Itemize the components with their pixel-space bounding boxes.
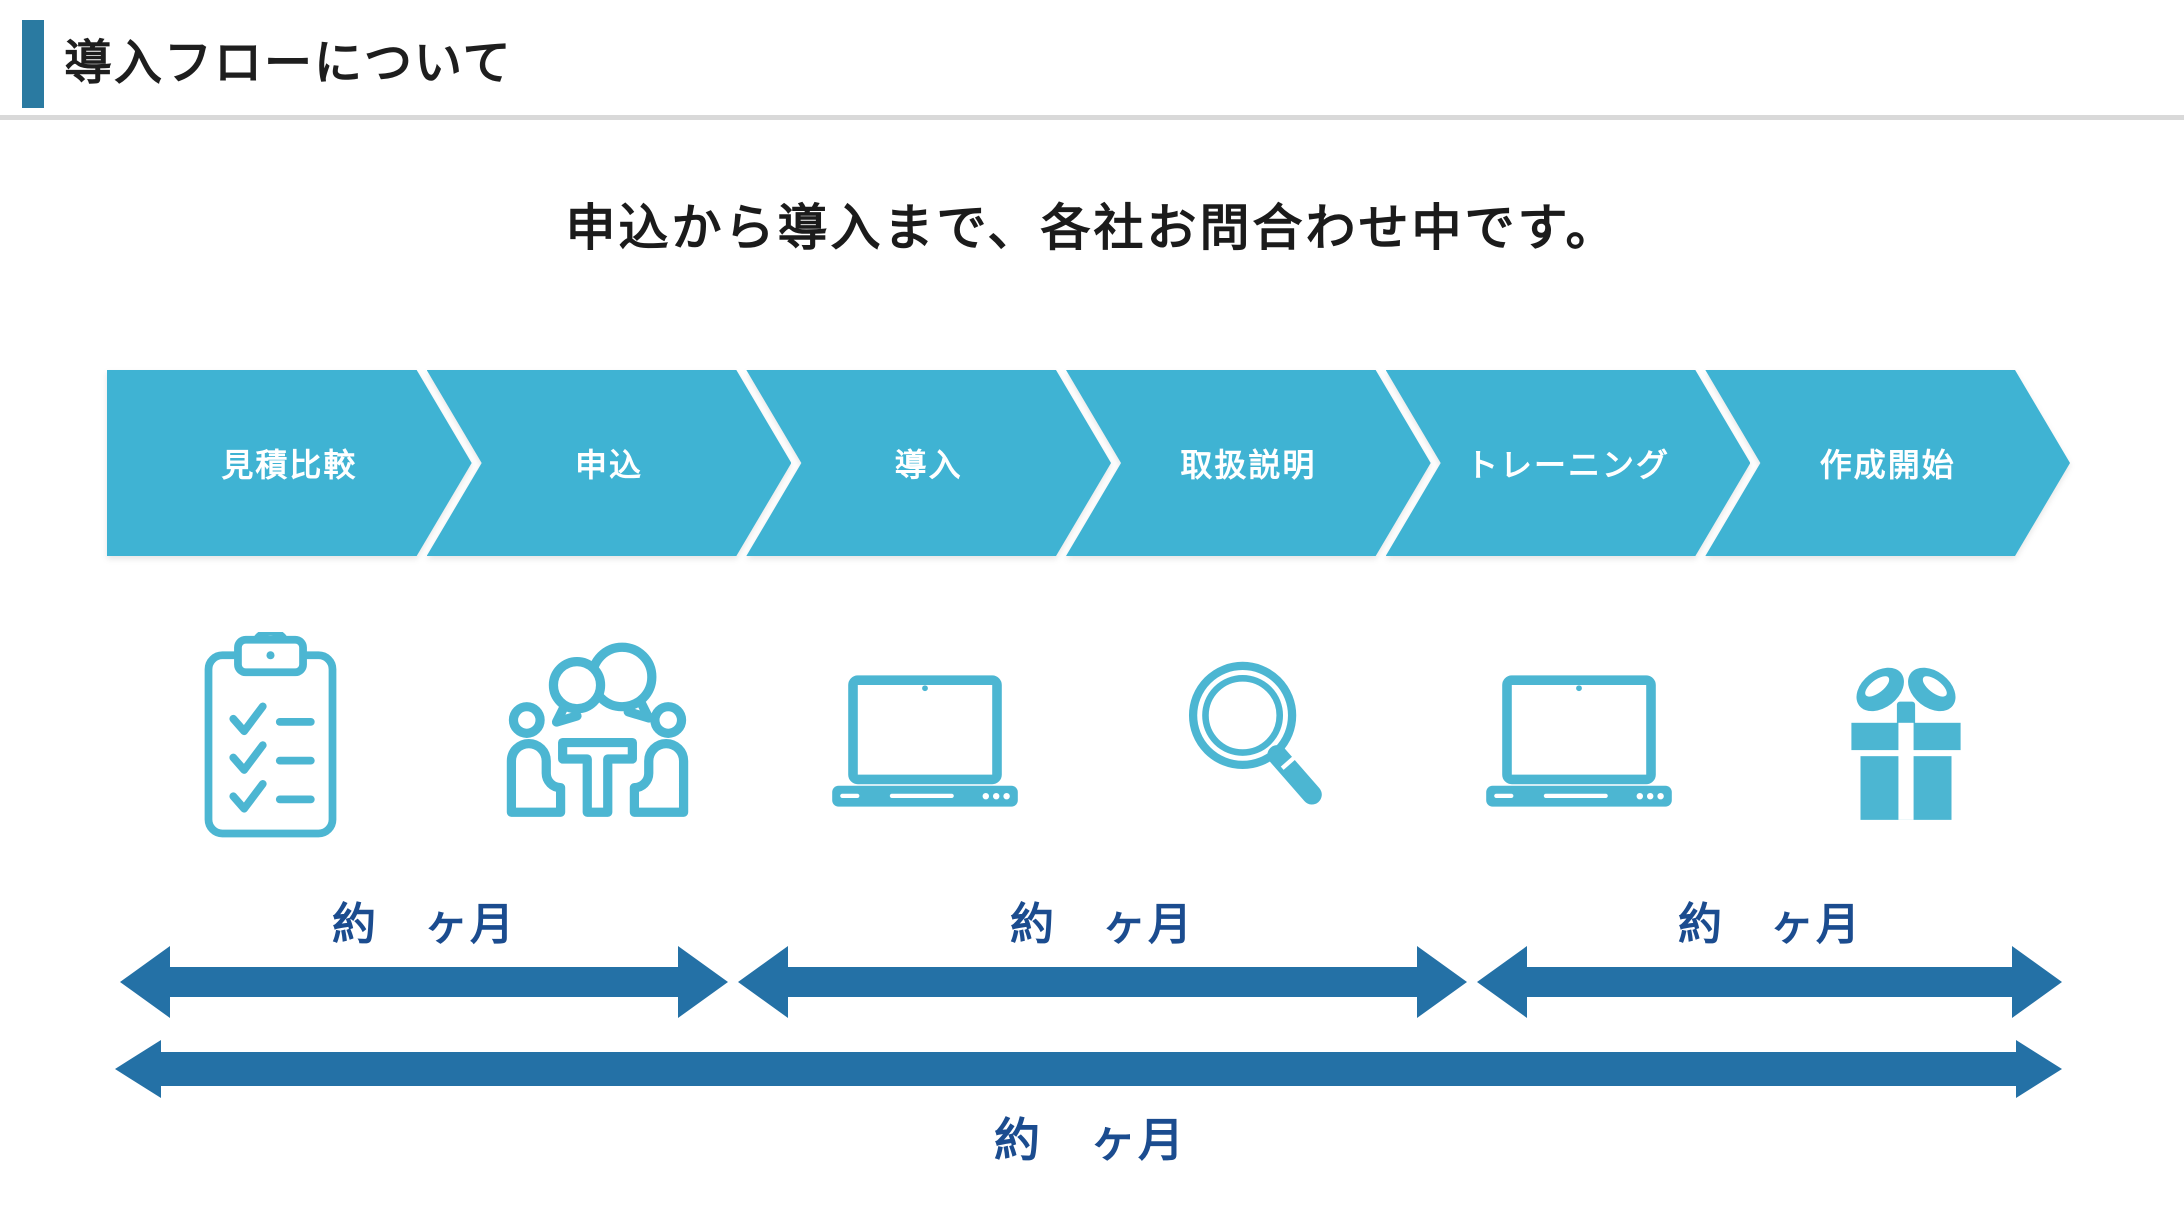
flow-step-label: 作成開始	[1819, 447, 1956, 483]
timeline-arrow-segment-1	[120, 946, 728, 1018]
flow-step-training: トレーニング	[1386, 370, 1751, 556]
header-divider	[0, 115, 2184, 120]
process-flow: 見積比較 申込 導入 取扱説明 トレーニング 作成開始	[107, 370, 2070, 556]
flow-icons	[107, 618, 2070, 863]
icon-cell	[434, 618, 761, 863]
flow-step-instructions: 取扱説明	[1066, 370, 1431, 556]
flow-step-application: 申込	[427, 370, 792, 556]
timeline-arrow-segment-3	[1477, 946, 2062, 1018]
timeline-arrow-segment-2	[738, 946, 1467, 1018]
subtitle: 申込から導入まで、各社お問合わせ中です。	[565, 200, 1619, 256]
flow-step-creation-start: 作成開始	[1705, 370, 2070, 556]
checklist-clipboard-icon	[204, 632, 337, 838]
flow-step-label: 取扱説明	[1180, 447, 1317, 483]
icon-cell	[761, 618, 1088, 863]
gift-box-icon	[1851, 667, 1962, 820]
title-accent-bar	[22, 20, 44, 108]
timeline-segment-label: 約 ヶ月	[332, 900, 516, 949]
timeline-segment-label: 約 ヶ月	[1678, 900, 1862, 949]
icon-cell	[1416, 618, 1743, 863]
laptop-icon	[832, 674, 1018, 807]
timeline-arrow-total	[115, 1040, 2062, 1098]
flow-step-label: 導入	[894, 447, 963, 483]
flow-step-label: 見積比較	[221, 447, 358, 483]
magnifier-icon	[1188, 661, 1322, 805]
flow-step-quote-comparison: 見積比較	[107, 370, 472, 556]
icon-cell	[107, 618, 434, 863]
timeline-segment-label: 約 ヶ月	[1010, 900, 1194, 949]
icon-cell	[1089, 618, 1416, 863]
flow-step-label: 申込	[575, 447, 644, 483]
icon-cell	[1743, 618, 2070, 863]
page-title: 導入フローについて	[64, 37, 513, 90]
flow-step-implementation: 導入	[746, 370, 1111, 556]
meeting-people-icon	[507, 642, 689, 817]
laptop-icon	[1486, 674, 1673, 807]
timeline-total-label: 約 ヶ月	[994, 1114, 1186, 1166]
flow-step-label: トレーニング	[1466, 447, 1671, 483]
